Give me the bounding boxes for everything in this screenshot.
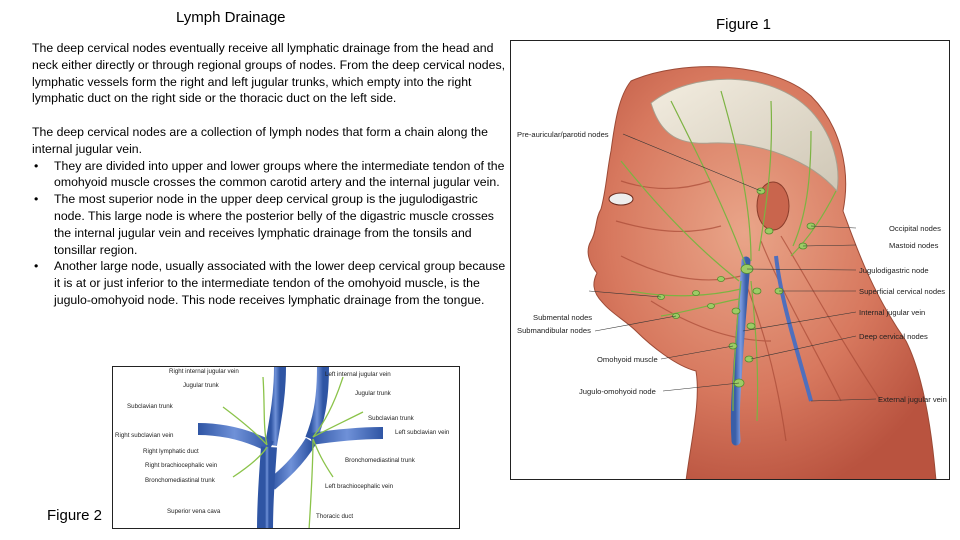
- right-subclavian-vein: [197, 423, 274, 453]
- bullet-list: • They are divided into upper and lower g…: [32, 158, 506, 309]
- label-submental: Submental nodes: [533, 313, 592, 322]
- label-jugulodigastric: Jugulodigastric node: [859, 266, 929, 275]
- label-subclavian-trunk-left: Subclavian trunk: [368, 415, 415, 422]
- lymph-trunks: [222, 376, 364, 528]
- paragraph-2: The deep cervical nodes are a collection…: [32, 124, 488, 156]
- label-left-brachiocephalic-vein: Left brachiocephalic vein: [325, 483, 394, 490]
- bullet-text: They are divided into upper and lower gr…: [54, 158, 505, 190]
- bullet-text: The most superior node in the upper deep…: [54, 192, 494, 257]
- label-external-jugular: External jugular vein: [878, 395, 947, 404]
- head-neck-drawing: Pre-auricular/parotid nodes Occipital no…: [517, 66, 947, 479]
- bullet-icon: •: [34, 158, 39, 173]
- left-subclavian-vein: [310, 427, 384, 445]
- bullet-icon: •: [34, 259, 39, 274]
- label-occipital: Occipital nodes: [889, 224, 941, 233]
- eye: [608, 192, 634, 206]
- list-item: • The most superior node in the upper dee…: [32, 191, 506, 258]
- label-subclavian-trunk-right: Subclavian trunk: [127, 403, 174, 410]
- bullet-text: Another large node, usually associated w…: [54, 259, 506, 307]
- label-bronchomediastinal-trunk-left: Bronchomediastinal trunk: [345, 457, 416, 464]
- figure-2-venous-drainage-illustration: Right internal jugular vein Left interna…: [112, 366, 460, 529]
- label-pre-auricular: Pre-auricular/parotid nodes: [517, 130, 609, 139]
- label-right-brachiocephalic-vein: Right brachiocephalic vein: [145, 462, 218, 469]
- label-jugular-trunk-left: Jugular trunk: [355, 390, 392, 397]
- external-jugular-vein: [774, 255, 813, 402]
- label-left-internal-jugular-vein: Left internal jugular vein: [325, 371, 391, 378]
- list-item: • Another large node, usually associated …: [32, 258, 506, 308]
- label-jugular-trunk-right: Jugular trunk: [183, 382, 220, 389]
- label-left-subclavian-vein: Left subclavian vein: [395, 429, 450, 436]
- label-internal-jugular: Internal jugular vein: [859, 308, 925, 317]
- label-superior-vena-cava: Superior vena cava: [167, 508, 221, 515]
- label-superficial-cervical: Superficial cervical nodes: [859, 287, 945, 296]
- label-jugulo-omohyoid: Jugulo-omohyoid node: [579, 387, 656, 396]
- internal-jugular-vein: [730, 256, 751, 446]
- figure-1-head-neck-illustration: Pre-auricular/parotid nodes Occipital no…: [510, 40, 950, 480]
- figure-1-caption: Figure 1: [716, 16, 772, 33]
- body-text: The deep cervical nodes eventually recei…: [32, 40, 506, 309]
- figure-2-caption: Figure 2: [47, 507, 103, 524]
- page-title: Lymph Drainage: [176, 9, 286, 26]
- label-right-internal-jugular-vein: Right internal jugular vein: [169, 368, 239, 375]
- bullet-icon: •: [34, 192, 39, 207]
- label-deep-cervical: Deep cervical nodes: [859, 332, 928, 341]
- label-thoracic-duct: Thoracic duct: [316, 513, 353, 520]
- venous-drainage-drawing: Right internal jugular vein Left interna…: [115, 367, 450, 528]
- label-submandibular: Submandibular nodes: [517, 326, 591, 335]
- paragraph-1: The deep cervical nodes eventually recei…: [32, 41, 506, 106]
- skull-cap: [650, 78, 839, 193]
- list-item: • They are divided into upper and lower g…: [32, 158, 506, 192]
- leader-lines: [588, 133, 877, 402]
- head-shape: [587, 66, 937, 479]
- label-bronchomediastinal-trunk-right: Bronchomediastinal trunk: [145, 477, 216, 484]
- label-mastoid: Mastoid nodes: [889, 241, 939, 250]
- left-brachiocephalic-vein: [267, 437, 317, 490]
- label-omohyoid: Omohyoid muscle: [597, 355, 658, 364]
- right-internal-jugular-vein: [265, 367, 286, 447]
- label-right-lymphatic-duct: Right lymphatic duct: [143, 448, 199, 455]
- paragraph-gap: [32, 107, 506, 124]
- left-internal-jugular-vein: [305, 367, 329, 442]
- superior-vena-cava: [257, 446, 277, 528]
- label-right-subclavian-vein: Right subclavian vein: [115, 432, 174, 439]
